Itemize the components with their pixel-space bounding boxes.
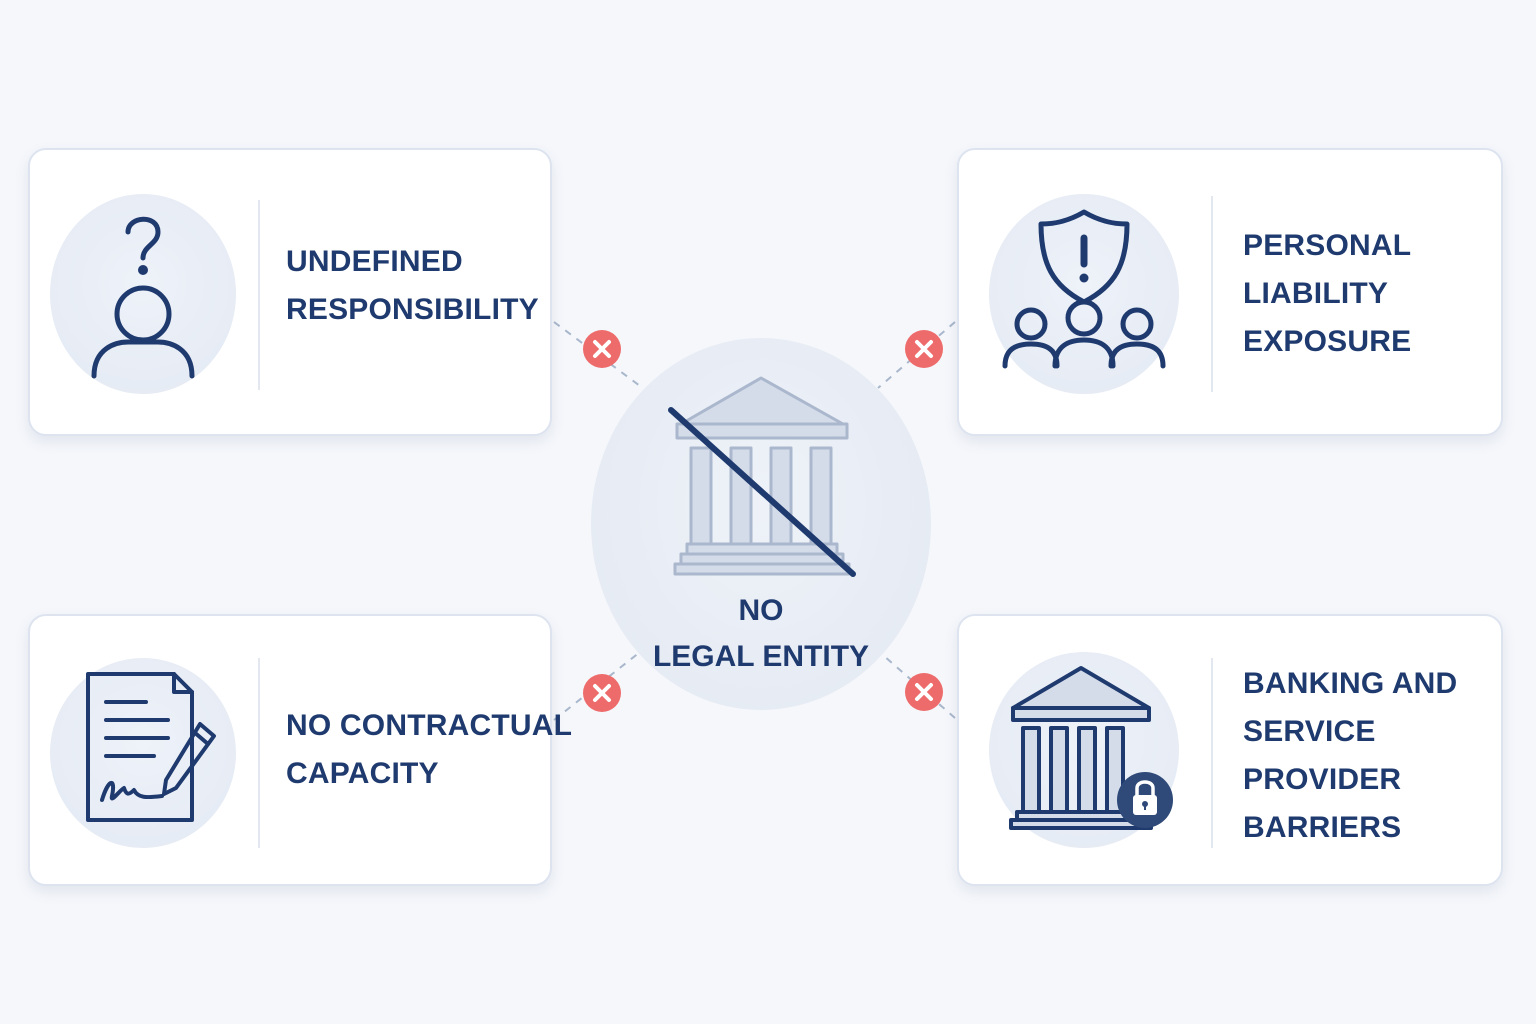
x-mark-badge-top-right [904,329,944,369]
card-label: PERSONAL LIABILITY EXPOSURE [1243,222,1411,366]
card-label-line: CAPACITY [286,757,439,790]
card-label: NO CONTRACTUAL CAPACITY [286,702,572,798]
icon-backdrop [50,194,236,394]
x-mark-badge-bottom-left [582,673,622,713]
card-label-line: LIABILITY [1243,277,1389,310]
card-divider [258,658,260,848]
x-mark-badge-top-left [582,329,622,369]
card-label-line: PERSONAL [1243,229,1412,262]
center-label-line-2: LEGAL ENTITY [652,640,870,673]
card-undefined-responsibility: UNDEFINED RESPONSIBILITY [28,148,552,436]
center-node [591,338,931,710]
x-mark-icon [583,330,621,368]
crossed-out-institution-icon [668,376,856,577]
shield-warning-group-icon [1002,209,1166,369]
connector-top-left [553,321,641,387]
card-label: UNDEFINED RESPONSIBILITY [286,238,539,334]
card-label: BANKING AND SERVICE PROVIDER BARRIERS [1243,660,1457,852]
locked-bank-icon [1009,666,1173,830]
card-banking-service-provider-barriers: BANKING AND SERVICE PROVIDER BARRIERS [957,614,1503,886]
card-label-line: EXPOSURE [1243,325,1412,358]
card-divider [1211,196,1213,392]
card-label-line: UNDEFINED [286,245,463,278]
card-divider [258,200,260,390]
question-person-icon [91,216,195,379]
x-mark-icon [905,673,943,711]
card-divider [1211,658,1213,848]
card-label-line: RESPONSIBILITY [286,293,539,326]
x-mark-icon [905,330,943,368]
card-label-line: SERVICE [1243,715,1376,748]
center-label-line-1: NO [738,594,784,627]
signed-document-icon [86,672,216,822]
card-no-contractual-capacity: NO CONTRACTUAL CAPACITY [28,614,572,886]
x-mark-badge-bottom-right [904,672,944,712]
connector-top-right [877,321,956,389]
icon-backdrop [989,194,1179,394]
card-label-line: BANKING AND [1243,667,1458,700]
icon-backdrop [989,652,1179,848]
card-label-line: PROVIDER [1243,763,1402,796]
card-label-line: NO CONTRACTUAL [286,709,573,742]
center-label: NO LEGAL ENTITY [611,588,911,680]
connector-bottom-left [553,651,641,721]
x-mark-icon [583,674,621,712]
icon-backdrop [50,658,236,848]
card-personal-liability-exposure: PERSONAL LIABILITY EXPOSURE [957,148,1503,436]
card-label-line: BARRIERS [1243,811,1402,844]
